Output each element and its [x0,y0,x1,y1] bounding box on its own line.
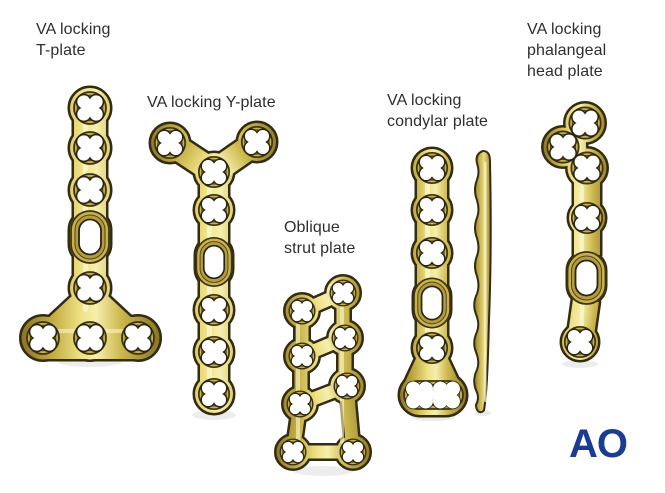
ao-logo: AO [569,422,628,466]
cross-hole [417,195,447,225]
cross-hole [417,153,447,183]
cross-hole [199,379,229,409]
cross-hole [565,327,595,357]
cross-hole [199,295,229,325]
cross-hole [417,238,447,268]
cross-hole [287,391,313,417]
cross-hole [280,439,306,465]
condylar-plate-side-view [473,150,492,414]
oblong-slot [413,277,451,329]
phalangeal-head-plate-illustration [544,104,607,361]
label-t-plate: VA locking T-plate [36,21,111,59]
cross-hole [74,92,106,124]
cross-hole [340,439,366,465]
cross-hole [289,343,315,369]
cross-hole [569,107,600,138]
cross-hole [572,203,602,233]
cross-hole [74,322,106,354]
cross-hole [417,333,447,363]
cross-hole [199,337,229,367]
y-plate-illustration [151,123,276,413]
cross-hole [74,272,106,304]
cross-hole [199,195,229,225]
cross-hole [155,128,185,158]
cross-hole [74,174,106,206]
label-condylar-plate: VA locking condylar plate [387,92,489,130]
oblong-slot [195,236,233,288]
label-phalangeal-head-plate: VA locking phalangeal head plate [527,21,607,80]
condylar-plate-illustration [400,149,466,415]
cross-hole [334,373,360,399]
label-y-plate: VA locking Y-plate [147,94,276,111]
cross-hole [330,280,356,306]
cross-hole [122,322,154,354]
cross-hole [242,127,272,157]
cross-hole [571,152,602,183]
cross-hole [27,322,59,354]
cross-hole [199,157,229,187]
oblique-strut-plate-illustration [277,277,370,469]
cross-hole [332,325,358,351]
label-oblique-strut-plate: Oblique strut plate [284,219,356,257]
oblong-slot [70,210,110,264]
t-plate-illustration [22,88,160,360]
cross-hole [289,298,315,324]
condylar-foot-double-hole [403,380,464,410]
cross-hole [74,132,106,164]
oblong-slot [566,251,607,305]
